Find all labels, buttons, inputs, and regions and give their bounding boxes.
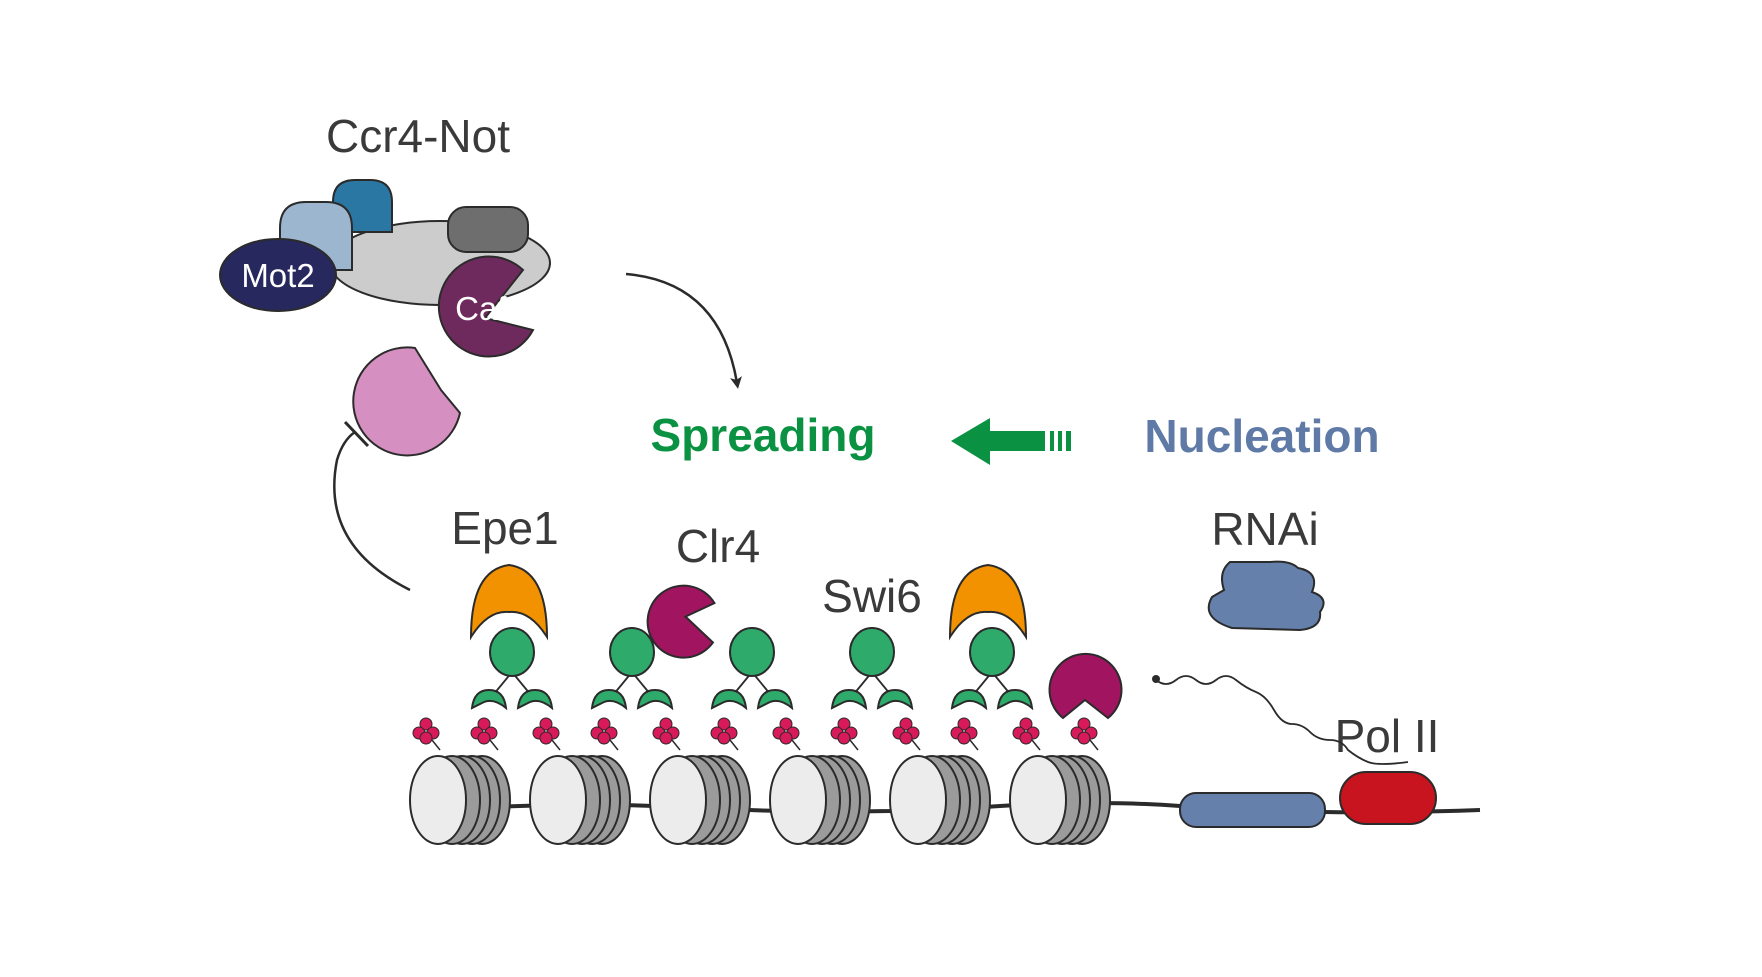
chromodomain	[876, 688, 914, 711]
nucleosome	[889, 717, 991, 845]
block-arrow-icon	[951, 418, 1071, 465]
h3k9me-mark	[1070, 717, 1098, 745]
chromodomain	[470, 688, 508, 711]
chromodomain	[590, 688, 628, 711]
nucleosome	[769, 717, 871, 845]
swi6-hinge	[849, 627, 895, 677]
ccr4-not-complex: Ccr4-Not Mot2 Caf1	[219, 110, 551, 457]
chromodomain	[756, 688, 794, 711]
chromodomain	[636, 688, 674, 711]
caf1-partner-subunit	[352, 346, 462, 457]
swi6-array	[470, 627, 1034, 711]
clr4-protein-2	[1048, 652, 1123, 720]
histone-octamer	[1009, 755, 1067, 845]
histone-octamer	[889, 755, 947, 845]
h3k9me-mark	[710, 717, 738, 745]
complex-subunit-grey	[447, 206, 529, 253]
h3k9me-mark	[1012, 717, 1040, 745]
swi6-dimer	[710, 627, 794, 711]
rnai-complex	[1207, 560, 1325, 632]
histone-octamer	[529, 755, 587, 845]
h3k9me-mark	[470, 717, 498, 745]
histone-octamer	[649, 755, 707, 845]
nucleation-label: Nucleation	[1144, 410, 1379, 462]
h3k9me-mark	[590, 717, 618, 745]
inhibition-arrow	[333, 420, 411, 592]
chromodomain	[996, 688, 1034, 711]
nucleosome	[1009, 717, 1111, 845]
clr4-label: Clr4	[676, 520, 760, 572]
h3k9me-mark	[830, 717, 858, 745]
histone-octamer	[409, 755, 467, 845]
swi6-hinge	[609, 627, 655, 677]
curved-arrow	[625, 272, 742, 389]
h3k9me-mark	[412, 717, 440, 745]
h3k9me-mark	[950, 717, 978, 745]
epe1-label: Epe1	[451, 502, 558, 554]
chromodomain	[830, 688, 868, 711]
histone-octamer	[769, 755, 827, 845]
pol2-enzyme	[1339, 771, 1437, 825]
swi6-dimer	[830, 627, 914, 711]
clr4-protein	[646, 584, 716, 659]
h3k9me-mark	[652, 717, 680, 745]
swi6-dimer	[590, 627, 674, 711]
rnai-label: RNAi	[1211, 503, 1318, 555]
h3k9me-mark	[532, 717, 560, 745]
swi6-dimer	[950, 627, 1034, 711]
h3k9me-mark	[892, 717, 920, 745]
caf1-subunit	[437, 255, 535, 358]
swi6-hinge	[489, 627, 535, 677]
nucleosome	[409, 717, 511, 845]
pol2-label: Pol II	[1335, 710, 1440, 762]
swi6-label: Swi6	[822, 570, 922, 622]
mot2-label: Mot2	[241, 257, 314, 294]
chromodomain	[516, 688, 554, 711]
complex-label: Ccr4-Not	[326, 110, 510, 162]
spreading-label: Spreading	[651, 409, 876, 461]
swi6-hinge	[969, 627, 1015, 677]
epe1-protein-2	[948, 563, 1028, 641]
mot2-subunit	[219, 238, 337, 312]
epe1-protein	[469, 563, 549, 641]
dna-locus	[1179, 792, 1326, 828]
rna-transcript	[1152, 675, 1409, 765]
nucleosome-array	[409, 717, 1111, 845]
h3k9me-mark	[772, 717, 800, 745]
swi6-hinge	[729, 627, 775, 677]
nucleosome	[529, 717, 631, 845]
caf1-label: Caf1	[455, 290, 525, 327]
chromodomain	[950, 688, 988, 711]
nucleosome	[649, 717, 751, 845]
swi6-dimer	[470, 627, 554, 711]
chromodomain	[710, 688, 748, 711]
